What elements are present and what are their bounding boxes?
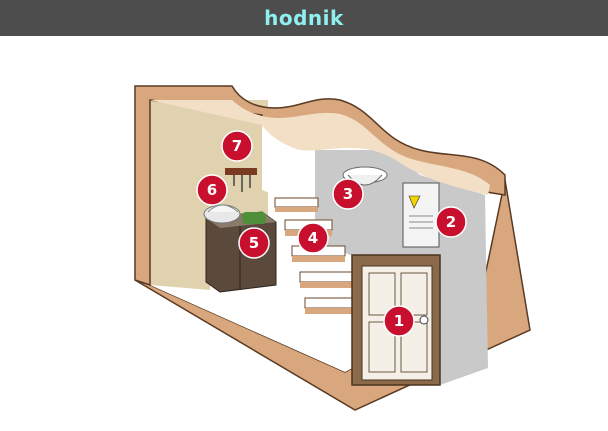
- marker-2: 2: [435, 206, 467, 238]
- marker-4: 4: [297, 222, 329, 254]
- marker-7: 7: [221, 130, 253, 162]
- laundry-basket: [203, 204, 241, 224]
- marker-2-label: 2: [446, 213, 456, 231]
- title-bar: hodnik: [0, 0, 608, 36]
- page-title: hodnik: [264, 6, 344, 30]
- marker-3-label: 3: [343, 185, 353, 203]
- marker-1: 1: [383, 305, 415, 337]
- marker-6: 6: [196, 174, 228, 206]
- ceiling-inner: [150, 100, 490, 195]
- electrical-panel: [402, 182, 440, 248]
- marker-7-label: 7: [232, 137, 242, 155]
- marker-3: 3: [332, 178, 364, 210]
- marker-5-label: 5: [249, 234, 259, 252]
- key-rack: [225, 168, 257, 192]
- marker-4-label: 4: [308, 229, 318, 247]
- marker-6-label: 6: [207, 181, 217, 199]
- marker-1-label: 1: [394, 312, 404, 330]
- marker-5: 5: [238, 227, 270, 259]
- hallway-illustration: 1 2 3 4 5 6 7: [134, 85, 531, 411]
